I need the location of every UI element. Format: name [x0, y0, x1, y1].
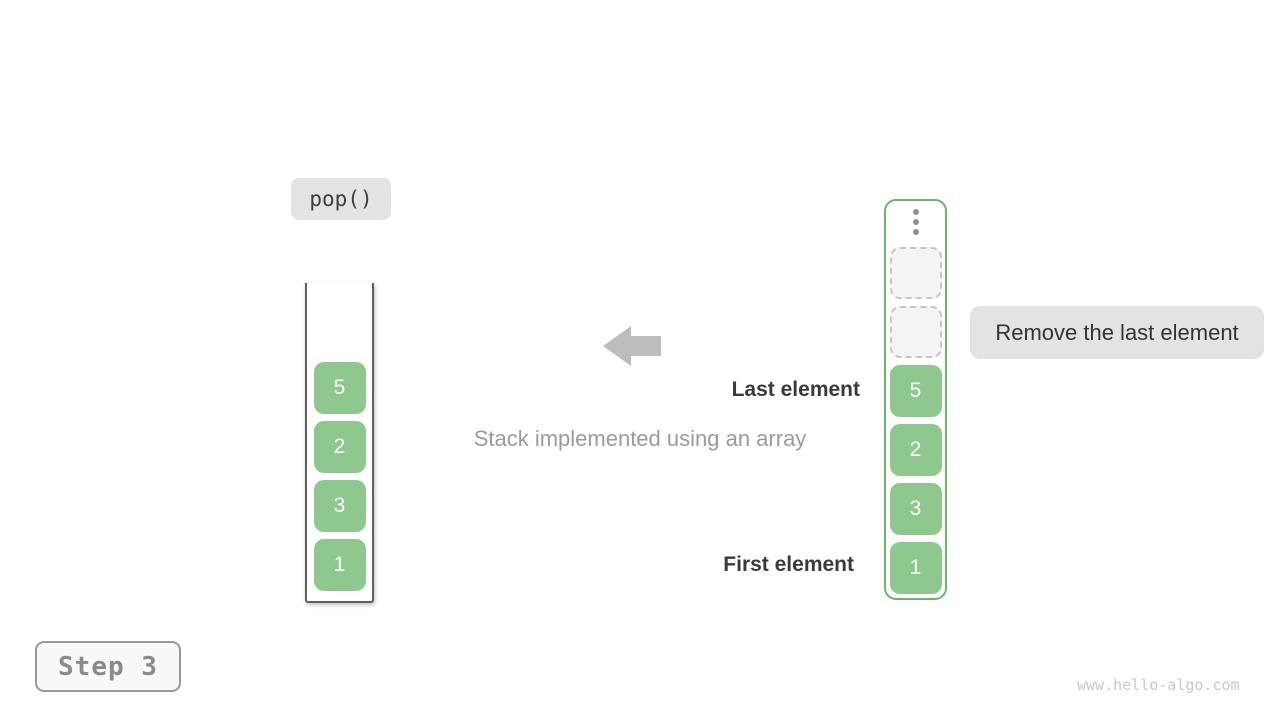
stack-cell: 3: [313, 480, 366, 532]
array-cell-value: 5: [909, 379, 922, 402]
array-cell-value: 2: [909, 438, 922, 461]
last-element-label: Last element: [731, 378, 860, 401]
diagram-caption: Stack implemented using an array: [473, 426, 807, 451]
array-empty-slot: [889, 306, 942, 358]
stack-cell: 5: [313, 362, 366, 414]
ellipsis-icon: [912, 209, 919, 235]
annotation-text: Remove the last element: [995, 319, 1239, 345]
array-cell: 5: [889, 365, 942, 417]
array-cell-value: 1: [909, 556, 922, 579]
stack-container: 5 2 3 1: [305, 283, 374, 603]
stack-cell: 1: [313, 539, 366, 591]
stack-cell-value: 5: [333, 376, 346, 399]
step-badge: Step 3: [35, 641, 181, 692]
stack-cell-value: 1: [333, 553, 346, 576]
array-cell-value: 3: [909, 497, 922, 520]
operation-label: pop(): [291, 178, 391, 220]
array-container: 5 2 3 1: [884, 199, 947, 600]
stack-cell-value: 3: [333, 494, 346, 517]
step-badge-text: Step 3: [58, 651, 158, 682]
annotation-bubble: Remove the last element: [970, 306, 1264, 359]
arrow-left-icon: [603, 325, 661, 367]
stack-cell: 2: [313, 421, 366, 473]
array-cell: 1: [889, 542, 942, 594]
watermark: www.hello-algo.com: [1077, 676, 1240, 694]
operation-label-text: pop(): [309, 187, 373, 211]
array-cell: 3: [889, 483, 942, 535]
array-cell: 2: [889, 424, 942, 476]
array-empty-slot: [889, 247, 942, 299]
stack-cell-value: 2: [333, 435, 346, 458]
first-element-label: First element: [723, 553, 854, 576]
